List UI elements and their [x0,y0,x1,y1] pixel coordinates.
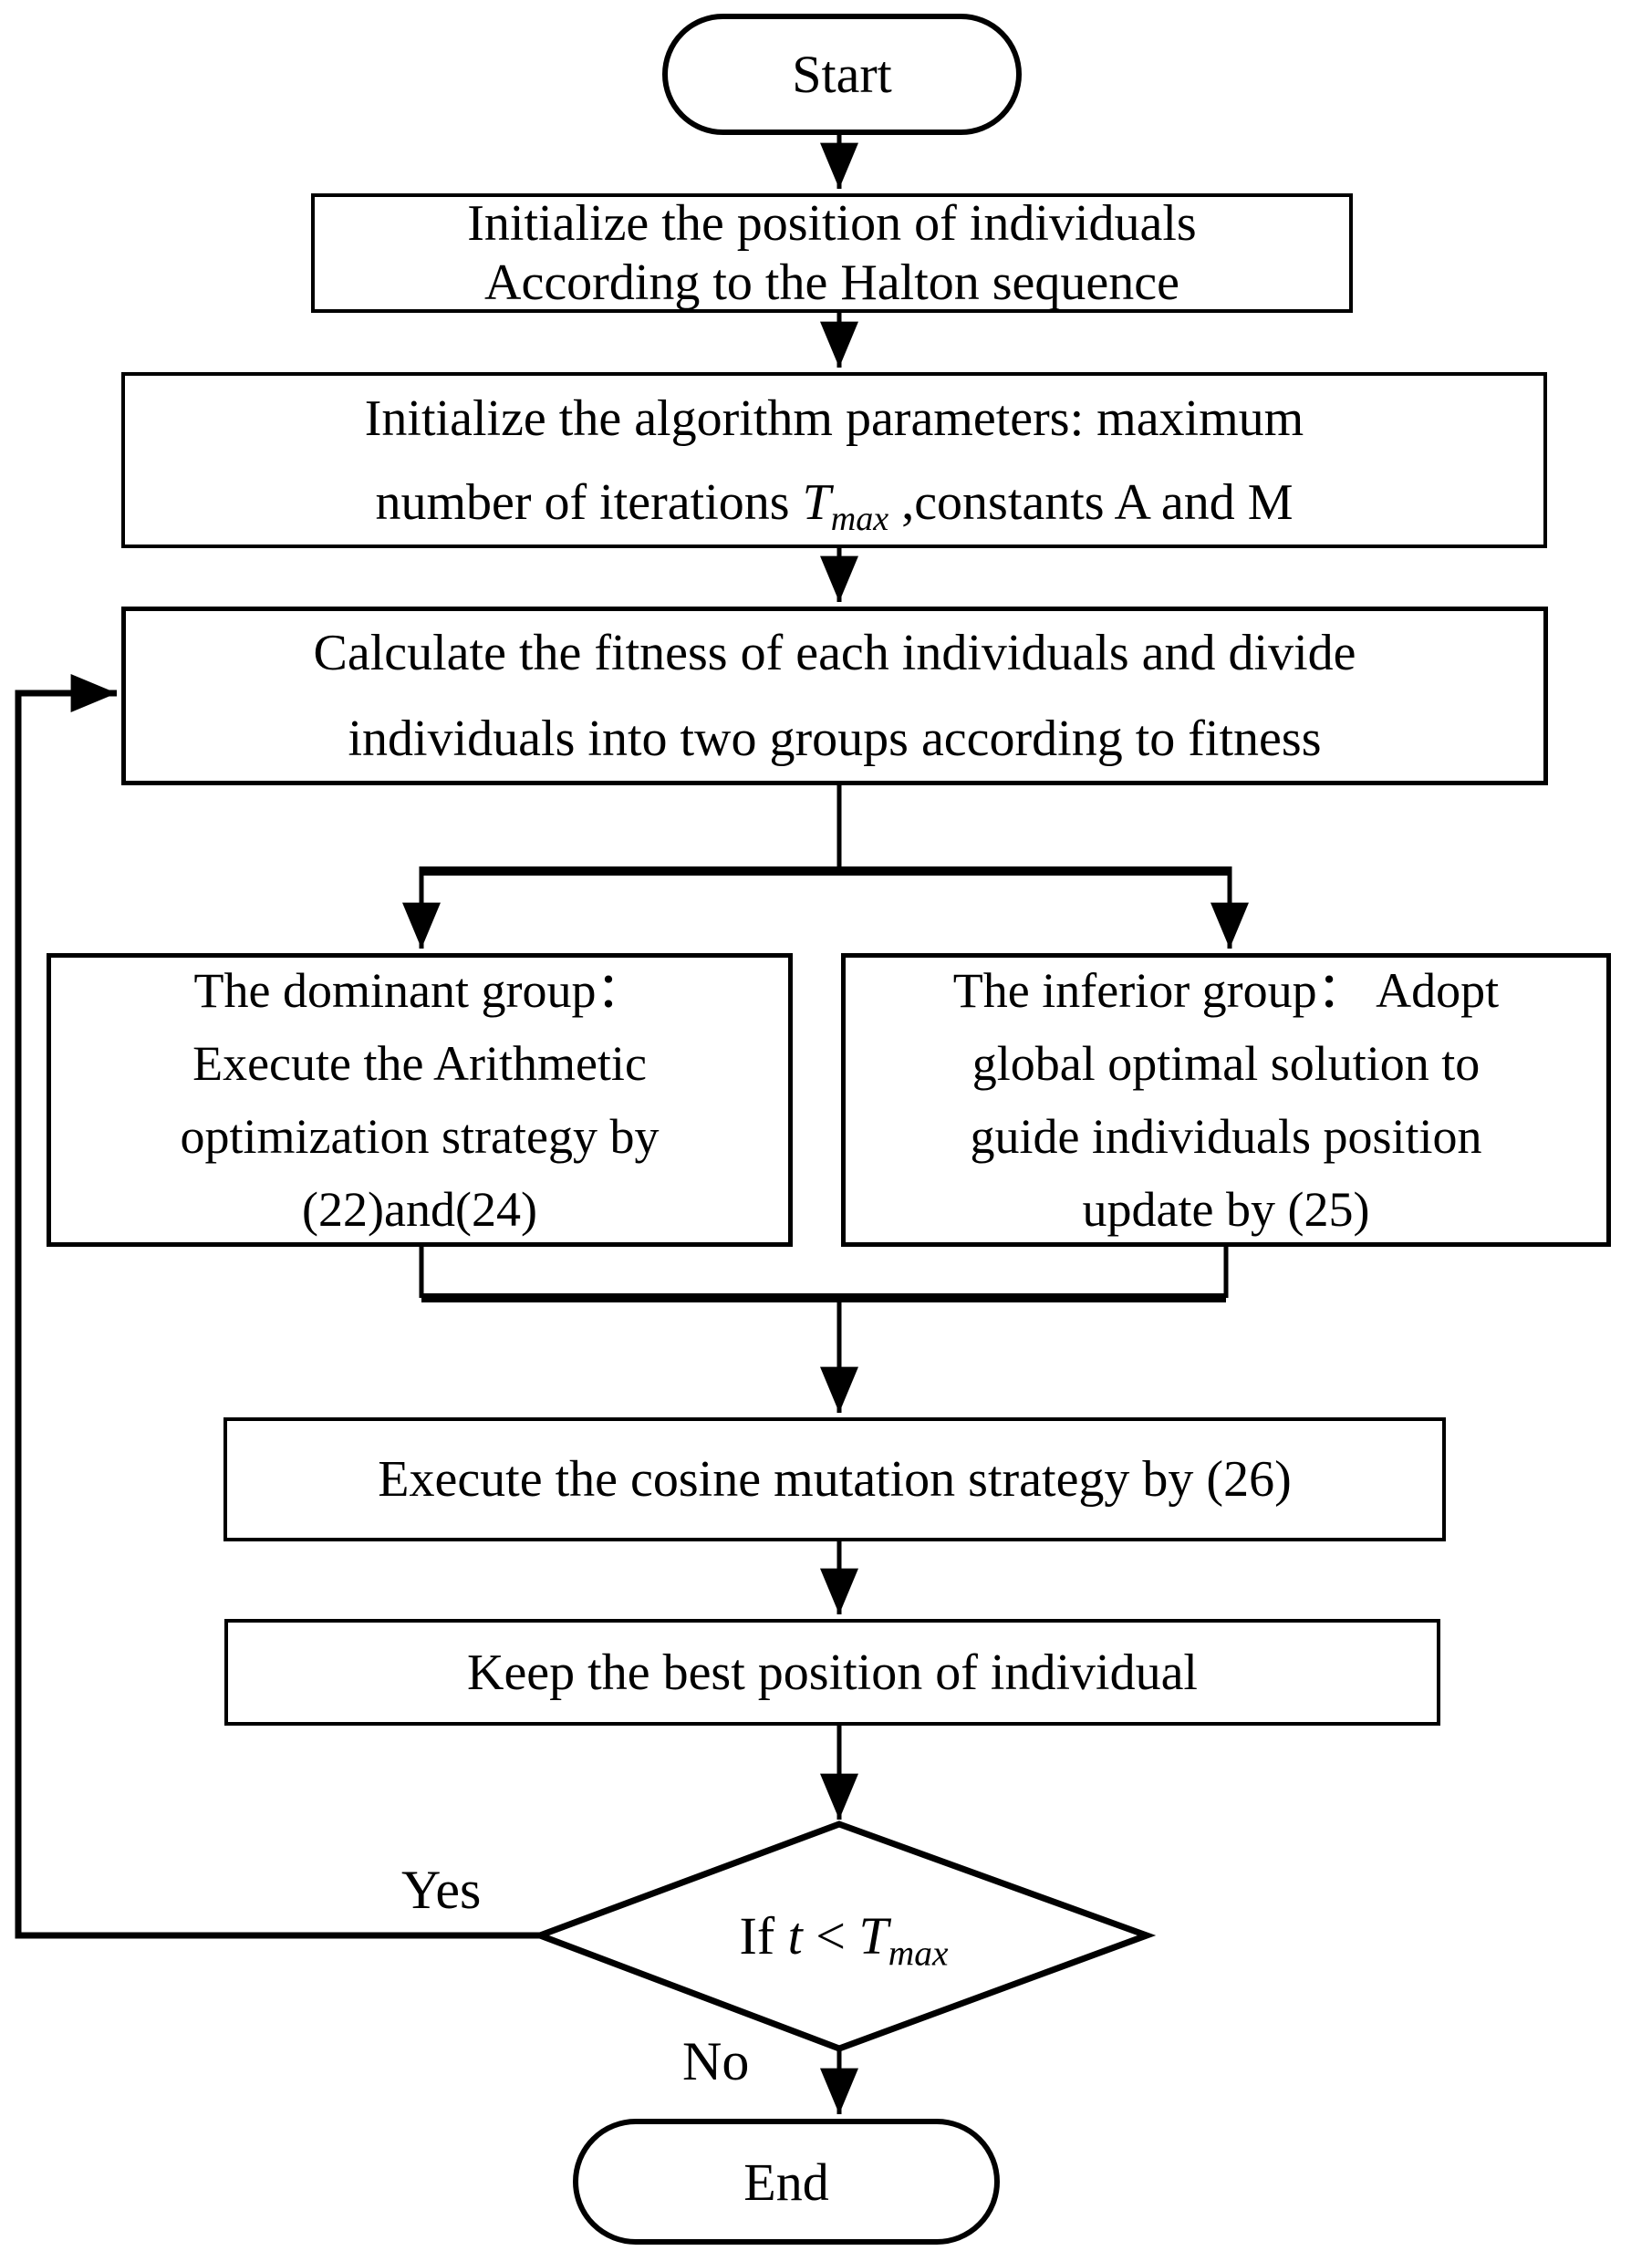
init-params-line-2-post: ,constants A and M [888,473,1294,531]
decision-t-variable: t [787,1905,803,1966]
no-edge-label: No [682,2031,750,2091]
init-params-line-2-pre: number of iterations [375,473,803,531]
init-position-line-1: Initialize the position of individuals [467,194,1197,252]
cosine-mutation-step: Execute the cosine mutation strategy by … [223,1417,1446,1541]
inferior-group-step: The inferior group： Adopt global optimal… [841,953,1611,1247]
end-label: End [743,2152,829,2212]
inferior-line-4: update by (25) [1082,1182,1370,1237]
decision-operator: < [802,1905,859,1966]
init-params-line-2: number of iterations Tmax ,constants A a… [375,461,1293,545]
dominant-line-3: optimization strategy by [180,1109,660,1164]
calc-fitness-line-2: individuals into two groups according to… [348,711,1322,767]
inferior-line-1: The inferior group： Adopt [952,963,1500,1018]
start-terminator: Start [662,14,1022,135]
dominant-group-step: The dominant group： Execute the Arithmet… [47,953,793,1247]
init-params-step: Initialize the algorithm parameters: max… [121,372,1547,548]
decision-label: If t < Tmax [593,1890,1095,1981]
tmax-variable: T [802,473,831,531]
keep-best-step: Keep the best position of individual [224,1619,1440,1726]
inferior-line-2: global optimal solution to [971,1036,1481,1091]
keep-best-label: Keep the best position of individual [467,1644,1198,1701]
start-label: Start [792,45,892,104]
inferior-line-3: guide individuals position [970,1109,1482,1164]
tmax-subscript: max [830,499,889,538]
decision-tmax-variable: T [858,1905,888,1966]
decision-tmax-subscript: max [888,1933,949,1974]
init-params-line-1: Initialize the algorithm parameters: max… [364,389,1304,447]
init-position-line-2: According to the Halton sequence [484,254,1179,311]
calc-fitness-step: Calculate the fitness of each individual… [121,607,1548,785]
decision-text: If t < Tmax [739,1905,949,1971]
edge-decision-yes-loop [15,674,540,1939]
dominant-line-2: Execute the Arithmetic [192,1036,647,1091]
init-position-step: Initialize the position of individuals A… [311,193,1353,313]
decision-pre: If [739,1905,788,1966]
calc-fitness-line-1: Calculate the fitness of each individual… [313,625,1356,681]
yes-edge-label: Yes [401,1860,482,1920]
cosine-mutation-label: Execute the cosine mutation strategy by … [378,1451,1292,1508]
end-terminator: End [573,2119,1000,2245]
dominant-line-4: (22)and(24) [302,1182,537,1237]
dominant-line-1: The dominant group： [193,963,646,1018]
